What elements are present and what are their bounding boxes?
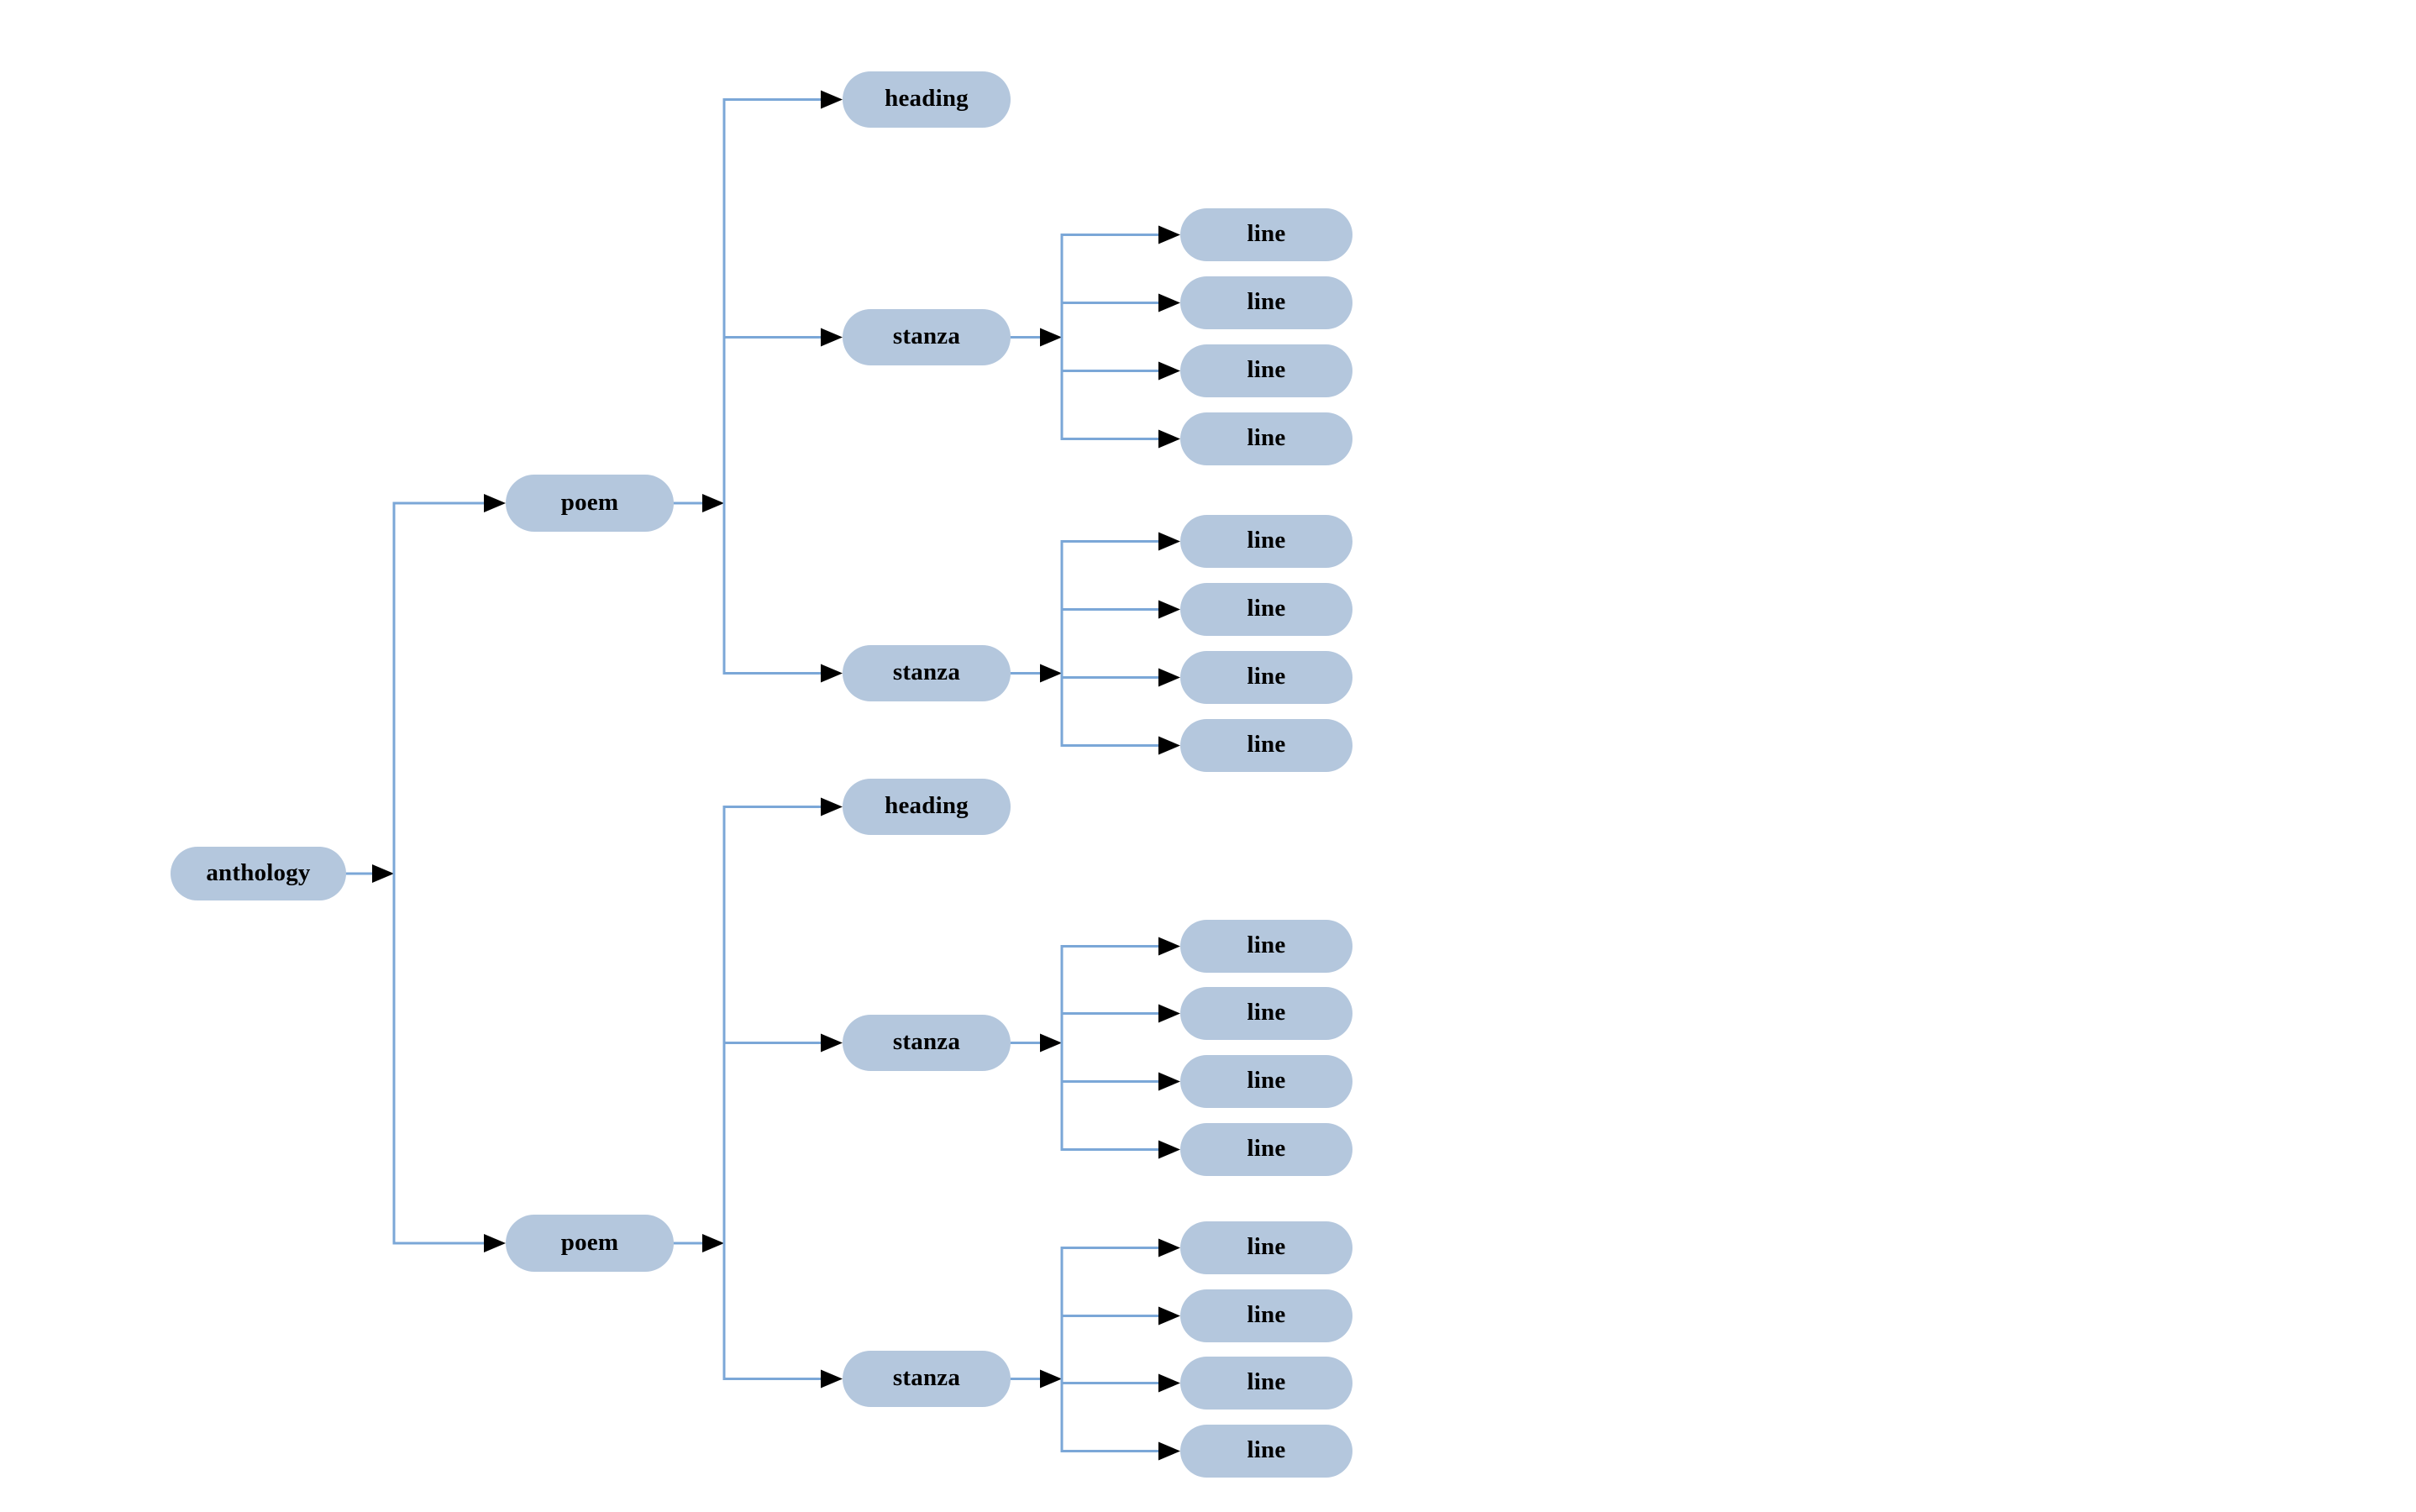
node-line-2-2[interactable]: line [1180, 583, 1352, 636]
edge-arrowhead-stanza-1 [821, 328, 843, 347]
node-label: line [1247, 356, 1286, 383]
edge-arrowhead-stanza-3 [821, 1033, 843, 1053]
edge-arrowhead-line-2-3 [1158, 668, 1180, 687]
node-label: line [1247, 731, 1286, 758]
edge-arrowhead-line-4-3 [1158, 1373, 1180, 1393]
edge-arrowhead-line-1-3 [1158, 361, 1180, 381]
edge-arrowhead-line-3-1 [1158, 937, 1180, 956]
node-label: line [1247, 999, 1286, 1026]
node-line-3-3[interactable]: line [1180, 1055, 1352, 1108]
edge-arrowhead-line-3-2 [1158, 1004, 1180, 1023]
node-label: line [1247, 1301, 1286, 1328]
node-label: line [1247, 527, 1286, 554]
node-stanza-4[interactable]: stanza [843, 1351, 1011, 1407]
node-label: line [1247, 1233, 1286, 1260]
edge-arrowhead-stanza-4 [821, 1369, 843, 1389]
node-stanza-2[interactable]: stanza [843, 645, 1011, 701]
node-label: line [1247, 1067, 1286, 1094]
edge-arrowhead-stanza-2 [821, 664, 843, 683]
node-stanza-3[interactable]: stanza [843, 1015, 1011, 1071]
node-poem-1[interactable]: poem [506, 475, 674, 532]
node-label: line [1247, 932, 1286, 958]
edge-arrowhead-line-2-4 [1158, 736, 1180, 755]
node-label: stanza [892, 659, 961, 685]
edge-arrowhead-heading-2 [821, 797, 843, 816]
edge-arrowhead-line-2-1 [1158, 532, 1180, 551]
edge-arrowhead-line-4-4 [1158, 1441, 1180, 1461]
node-label: line [1247, 288, 1286, 315]
node-label: heading [885, 85, 969, 112]
node-line-4-2[interactable]: line [1180, 1289, 1352, 1342]
node-line-4-3[interactable]: line [1180, 1357, 1352, 1410]
node-heading-1[interactable]: heading [843, 71, 1011, 128]
node-label: line [1247, 663, 1286, 690]
node-line-1-4[interactable]: line [1180, 412, 1352, 465]
node-label: line [1247, 1135, 1286, 1162]
node-label: stanza [892, 1028, 961, 1055]
edge-arrowhead-poem-1 [484, 494, 506, 512]
node-label: stanza [892, 1364, 961, 1391]
edge-arrowhead-poem-2 [484, 1234, 506, 1252]
node-poem-2[interactable]: poem [506, 1215, 674, 1272]
node-line-1-2[interactable]: line [1180, 276, 1352, 329]
node-label: anthology [206, 858, 311, 886]
edge-arrowhead-line-4-1 [1158, 1238, 1180, 1257]
edge-arrowhead-stanza-4-bus [1040, 1369, 1062, 1389]
edge-arrowhead-anthology-bus [372, 864, 394, 883]
node-line-4-4[interactable]: line [1180, 1425, 1352, 1478]
edge-arrowhead-line-1-2 [1158, 293, 1180, 312]
node-label: poem [560, 488, 619, 516]
node-label: line [1247, 1368, 1286, 1395]
edge-arrowhead-line-4-2 [1158, 1306, 1180, 1326]
node-heading-2[interactable]: heading [843, 779, 1011, 835]
node-label: poem [560, 1228, 619, 1256]
node-label: line [1247, 1436, 1286, 1463]
node-label: line [1247, 595, 1286, 622]
node-line-3-2[interactable]: line [1180, 987, 1352, 1040]
node-label: stanza [892, 323, 961, 349]
node-label: line [1247, 424, 1286, 451]
node-line-1-1[interactable]: line [1180, 208, 1352, 261]
edge-arrowhead-heading-1 [821, 90, 843, 109]
edge-arrowhead-poem-2-bus [702, 1234, 724, 1252]
node-line-2-3[interactable]: line [1180, 651, 1352, 704]
edge-arrowhead-line-3-3 [1158, 1072, 1180, 1091]
edge-arrowhead-line-1-1 [1158, 225, 1180, 244]
node-line-3-1[interactable]: line [1180, 920, 1352, 973]
node-label: heading [885, 792, 969, 819]
edge-arrowhead-stanza-1-bus [1040, 328, 1062, 347]
node-line-2-4[interactable]: line [1180, 719, 1352, 772]
edge-arrowhead-stanza-2-bus [1040, 664, 1062, 683]
edge-arrowhead-line-3-4 [1158, 1140, 1180, 1159]
node-line-2-1[interactable]: line [1180, 515, 1352, 568]
node-line-3-4[interactable]: line [1180, 1123, 1352, 1176]
edge-arrowhead-poem-1-bus [702, 494, 724, 512]
node-anthology[interactable]: anthology [171, 847, 346, 900]
edge-arrowhead-line-1-4 [1158, 429, 1180, 449]
edge-arrowhead-stanza-3-bus [1040, 1033, 1062, 1053]
node-line-1-3[interactable]: line [1180, 344, 1352, 397]
node-label: line [1247, 220, 1286, 247]
node-stanza-1[interactable]: stanza [843, 309, 1011, 365]
node-line-4-1[interactable]: line [1180, 1221, 1352, 1274]
edge-arrowhead-line-2-2 [1158, 600, 1180, 619]
